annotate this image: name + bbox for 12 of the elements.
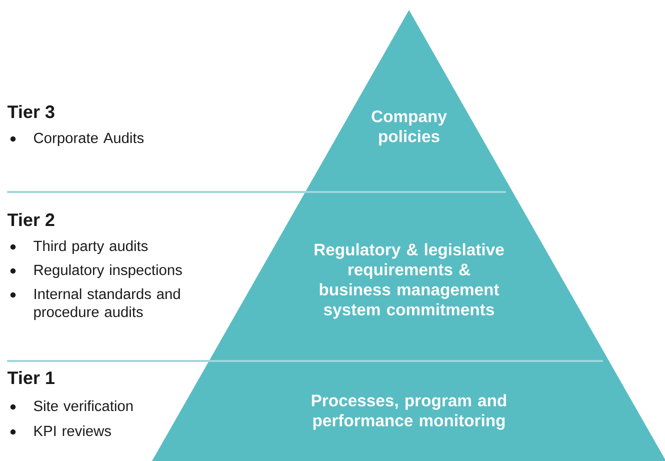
bullet-item: KPI reviews xyxy=(10,425,111,436)
pyramid-tier: Company policies xyxy=(305,10,513,192)
tier-heading: Tier 1 xyxy=(7,370,54,384)
bullet-item: Corporate Audits xyxy=(10,132,144,146)
bullet-item: Internal standards and procedure audits xyxy=(10,288,180,320)
bullet-item: Third party audits xyxy=(10,240,148,254)
tier-heading: Tier 3 xyxy=(7,104,54,118)
tier-heading: Tier 2 xyxy=(7,212,54,226)
pyramid-tier: Regulatory & legislative requirements & business management system commitments xyxy=(209,192,609,361)
bullet-item: Regulatory inspections xyxy=(10,264,182,278)
bullet-item: Site verification xyxy=(10,400,133,412)
pyramid-tier: Processes, program and performance monitoring xyxy=(152,361,665,461)
